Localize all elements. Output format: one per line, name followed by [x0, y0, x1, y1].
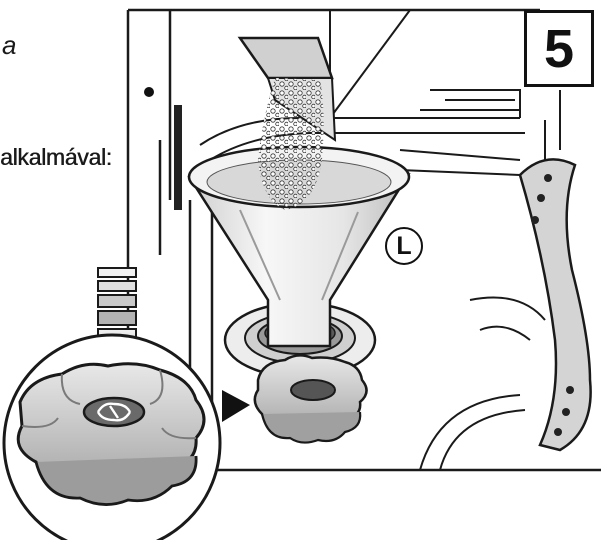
part-label: L — [396, 231, 412, 260]
pointer-arrow — [222, 390, 250, 422]
spray-arm-hole — [554, 428, 562, 436]
spray-arm-hole — [566, 386, 574, 394]
spray-arm-hole — [562, 408, 570, 416]
reservoir-cap — [253, 354, 368, 444]
spray-arm — [518, 158, 592, 452]
door-screw — [144, 87, 154, 97]
step-number: 5 — [543, 18, 575, 79]
spray-arm-hole — [537, 194, 545, 202]
zoom-detail — [2, 333, 222, 540]
rotate-symbol-icon — [96, 402, 132, 422]
part-label-circle: L — [385, 227, 423, 265]
spray-arm-hole — [544, 174, 552, 182]
step-number-box: 5 — [524, 10, 594, 87]
tub-interior — [199, 9, 561, 471]
spray-arm-hole — [531, 216, 539, 224]
instruction-text-fragment: a — [2, 30, 17, 60]
instruction-text-fragment: alkalmával: — [0, 144, 112, 170]
salt-stream — [258, 78, 324, 210]
door-hinge — [174, 105, 182, 210]
